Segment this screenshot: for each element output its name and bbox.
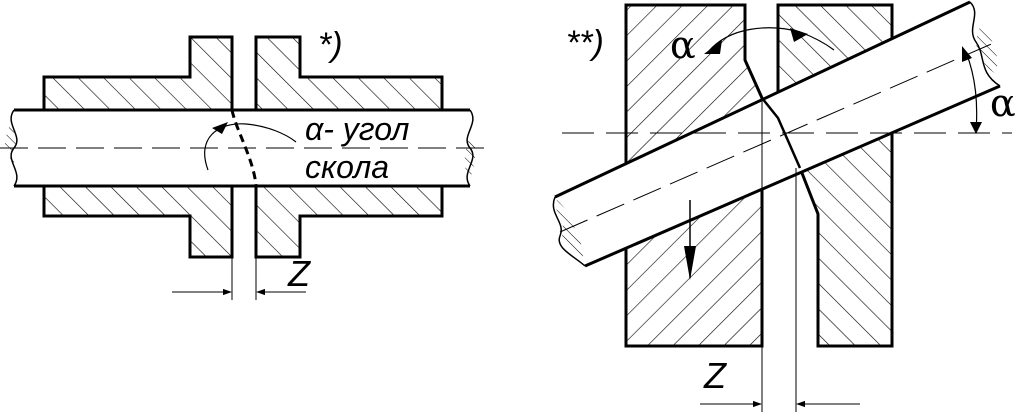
angle-label-a-line1: α- угол — [305, 111, 409, 147]
angle-label-a-line2: скола — [305, 149, 389, 185]
rod-b-left-break — [552, 196, 586, 267]
shear-fracture-b — [761, 97, 802, 169]
angle-arrow-a — [212, 122, 228, 134]
angle-label-b-left: α — [670, 23, 696, 67]
rod-b-right-break — [969, 1, 1001, 87]
right-die-body — [254, 35, 444, 112]
rod-b — [555, 2, 1000, 266]
panel-a-marker: *) — [318, 26, 343, 64]
gap-label-a: Z — [287, 253, 311, 294]
panel-b-marker: **) — [566, 24, 604, 62]
angle-arc-a — [204, 123, 297, 171]
angle-label-b-right: α — [990, 81, 1016, 125]
panel-b: **) α α Z — [552, 0, 1016, 412]
angle-arrow-b-right — [790, 28, 808, 42]
right-die-body-lower — [254, 184, 444, 259]
panel-a: *) α- угол скола Z — [0, 26, 492, 300]
gap-label-b: Z — [703, 355, 727, 396]
shear-fracture-a — [230, 109, 258, 187]
angle-arrow-b-left — [704, 40, 722, 54]
left-die-body-lower — [42, 184, 234, 259]
left-die-body — [42, 35, 234, 112]
